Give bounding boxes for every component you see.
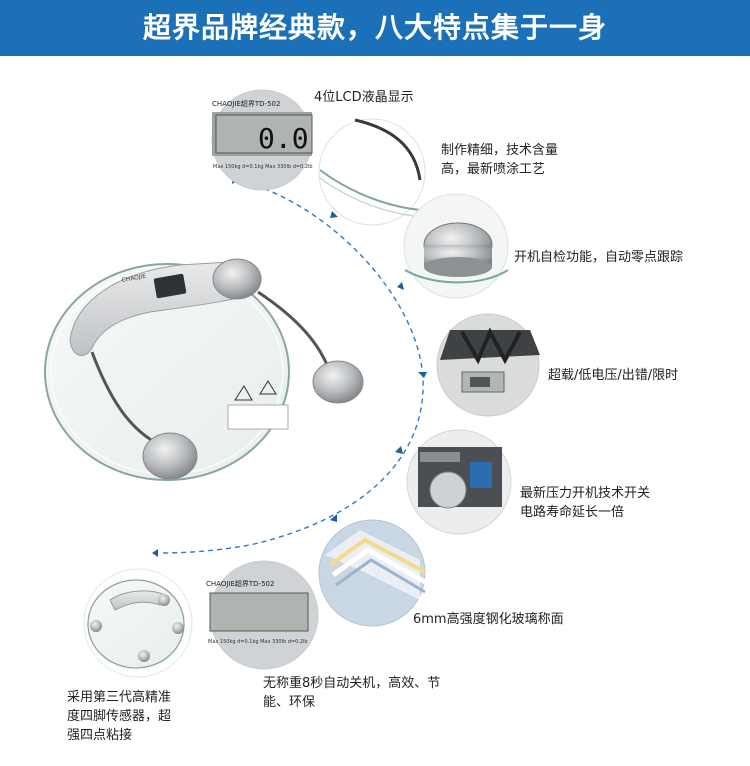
underside-closeup-image xyxy=(436,313,540,417)
brand-label-2: CHAOJIE超界TD-502 xyxy=(206,579,274,588)
lcd-closeup-image: 0.0 CHAOJIE超界TD-502 Max 150kg d=0.1kg Ma… xyxy=(211,89,313,191)
feature-protection-line-1: 超载/低电压/出错/限时 xyxy=(548,368,679,383)
spec-label: Max 150kg d=0.1kg Max 330lb d=0.2lb xyxy=(213,164,313,170)
feature-glass-line-1: 6mm高强度钢化玻璃称面 xyxy=(413,612,564,627)
foot-closeup-image xyxy=(403,193,509,299)
header-banner xyxy=(0,0,750,56)
arrow-marker xyxy=(152,549,158,557)
arrow-marker xyxy=(395,446,403,454)
feature-sensors-line-1: 采用第三代高精准 xyxy=(67,690,172,705)
feature-pressure-line-1: 最新压力开机技术开关 xyxy=(520,486,651,501)
spec-label-2: Max 150kg d=0.1kg Max 330lb d=0.2lb xyxy=(208,639,308,645)
arrow-marker xyxy=(397,282,404,290)
feature-pressure-text: 最新压力开机技术开关 电路寿命延长一倍 xyxy=(520,484,650,522)
arrow-marker xyxy=(418,372,427,378)
small-scale-image xyxy=(83,568,193,678)
feature-craft-line-2: 高，最新喷涂工艺 xyxy=(441,162,546,177)
feature-craft-text: 制作精细，技术含量 高，最新喷涂工艺 xyxy=(441,141,558,179)
page-title: 超界品牌经典款，八大特点集于一身 xyxy=(142,11,607,44)
glass-layers-image xyxy=(318,519,427,627)
feature-craft-line-1: 制作精细，技术含量 xyxy=(441,143,559,158)
feature-protection-text: 超载/低电压/出错/限时 xyxy=(548,366,678,385)
feature-lcd-line-1: 4位LCD液晶显示 xyxy=(314,90,414,105)
brand-label: CHAOJIE超界TD-502 xyxy=(212,99,280,108)
lcd-reading: 0.0 xyxy=(258,122,309,155)
feature-lcd-text: 4位LCD液晶显示 xyxy=(314,88,414,107)
feature-auto-off-line-1: 无称重8秒自动关机，高效、节 xyxy=(263,676,441,691)
feature-sensors-line-2: 度四脚传感器，超 xyxy=(67,709,172,724)
main-scale-image: CHAOJIE xyxy=(44,258,364,481)
feature-sensors-text: 采用第三代高精准 度四脚传感器，超 强四点粘接 xyxy=(67,688,171,745)
feature-sensors-line-3: 强四点粘接 xyxy=(67,728,133,743)
svg-text:CHAOJIE: CHAOJIE xyxy=(121,273,147,284)
circuit-closeup-image xyxy=(406,429,512,535)
feature-pressure-line-2: 电路寿命延长一倍 xyxy=(520,505,625,520)
glass-edge-image xyxy=(318,118,426,226)
lcd-closeup-2-image: CHAOJIE超界TD-502 Max 150kg d=0.1kg Max 33… xyxy=(206,560,319,670)
feature-glass-text: 6mm高强度钢化玻璃称面 xyxy=(413,610,564,629)
connector-arc xyxy=(159,177,424,554)
arrow-marker xyxy=(330,211,338,218)
feature-auto-off-text: 无称重8秒自动关机，高效、节 能、环保 xyxy=(263,674,440,712)
feature-zero-line-1: 开机自检功能，自动零点跟踪 xyxy=(514,250,684,265)
feature-auto-off-line-2: 能、环保 xyxy=(263,695,316,710)
feature-zero-text: 开机自检功能，自动零点跟踪 xyxy=(514,248,683,267)
arrow-marker xyxy=(330,514,337,522)
